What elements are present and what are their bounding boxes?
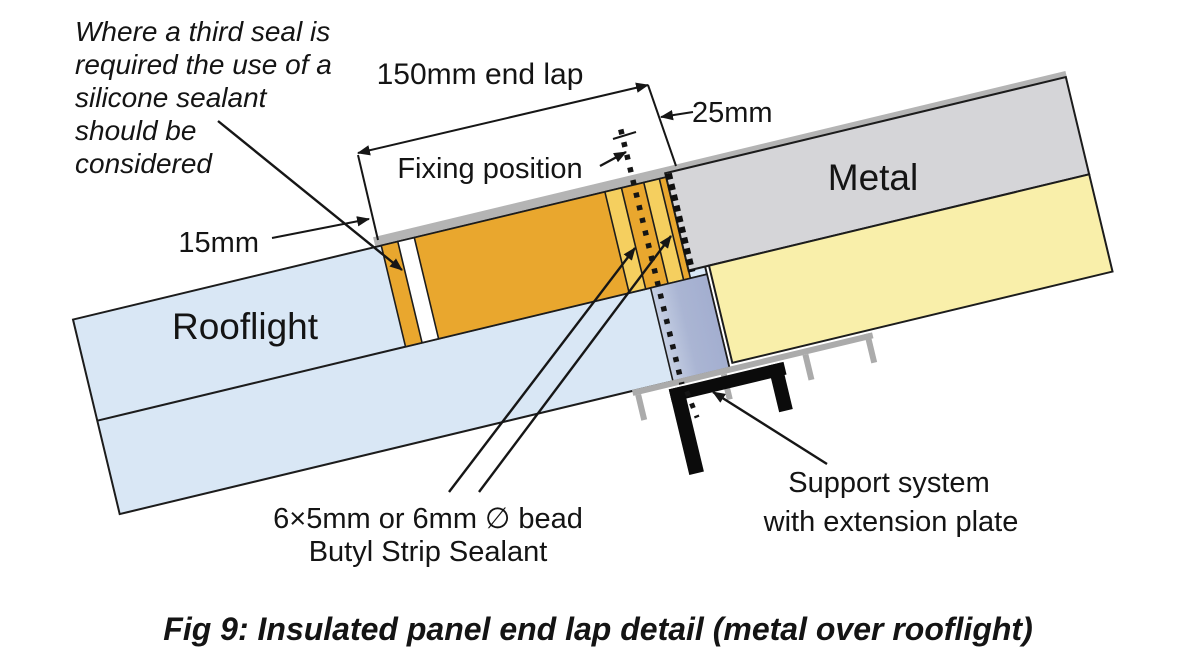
support-bracket-right-leg bbox=[767, 362, 793, 413]
butyl-leader-1 bbox=[448, 247, 636, 493]
support-bracket-left-leg bbox=[668, 385, 704, 475]
note-line-1: Where a third seal is bbox=[75, 16, 330, 47]
note-line-2: required the use of a bbox=[75, 49, 332, 80]
silicone-seal-leader bbox=[217, 120, 403, 271]
dim-25-label: 25mm bbox=[692, 97, 773, 129]
support-label-line1: Support system bbox=[788, 467, 989, 499]
dim-150-line bbox=[356, 82, 650, 156]
rail-tick-4 bbox=[864, 332, 878, 364]
fixing-position-leader bbox=[599, 150, 627, 168]
butyl-bead-1 bbox=[603, 186, 647, 294]
note-line-3: silicone sealant bbox=[75, 82, 268, 113]
butyl-label-line1: 6×5mm or 6mm ∅ bead bbox=[273, 503, 583, 535]
note-line-4: should be bbox=[75, 115, 196, 146]
metal-weather-sheet bbox=[373, 71, 1068, 246]
fixing-dotted-line-lower bbox=[684, 390, 700, 419]
dim-150-ext-right bbox=[647, 84, 677, 167]
metal-panel-end-hatch bbox=[664, 172, 696, 273]
fixing-dotted-line bbox=[618, 128, 685, 385]
dim-15-label: 15mm bbox=[178, 227, 259, 259]
metal-label: Metal bbox=[828, 157, 918, 198]
rail-tick-3 bbox=[802, 353, 815, 381]
third-seal-gap bbox=[396, 236, 440, 344]
fixing-position-label: Fixing position bbox=[397, 153, 582, 185]
support-label-line2: with extension plate bbox=[763, 506, 1019, 538]
rail-tick-1 bbox=[635, 394, 648, 421]
support-rail bbox=[631, 332, 874, 396]
dim-15-line bbox=[271, 216, 371, 239]
butyl-label-line2: Butyl Strip Sealant bbox=[309, 536, 548, 568]
dim-25-line bbox=[659, 110, 694, 121]
figure-caption: Fig 9: Insulated panel end lap detail (m… bbox=[163, 611, 1032, 647]
rooflight-label: Rooflight bbox=[172, 306, 319, 347]
note-line-5: considered bbox=[75, 148, 213, 179]
dim-150-ext-left bbox=[357, 154, 379, 241]
metal-panel-insulation bbox=[707, 173, 1114, 365]
butyl-leader-2 bbox=[478, 235, 672, 493]
fixing-top-tick bbox=[612, 131, 637, 140]
support-leader bbox=[712, 390, 828, 466]
dim-150-label: 150mm end lap bbox=[377, 58, 584, 91]
support-bracket-bar bbox=[668, 361, 787, 403]
